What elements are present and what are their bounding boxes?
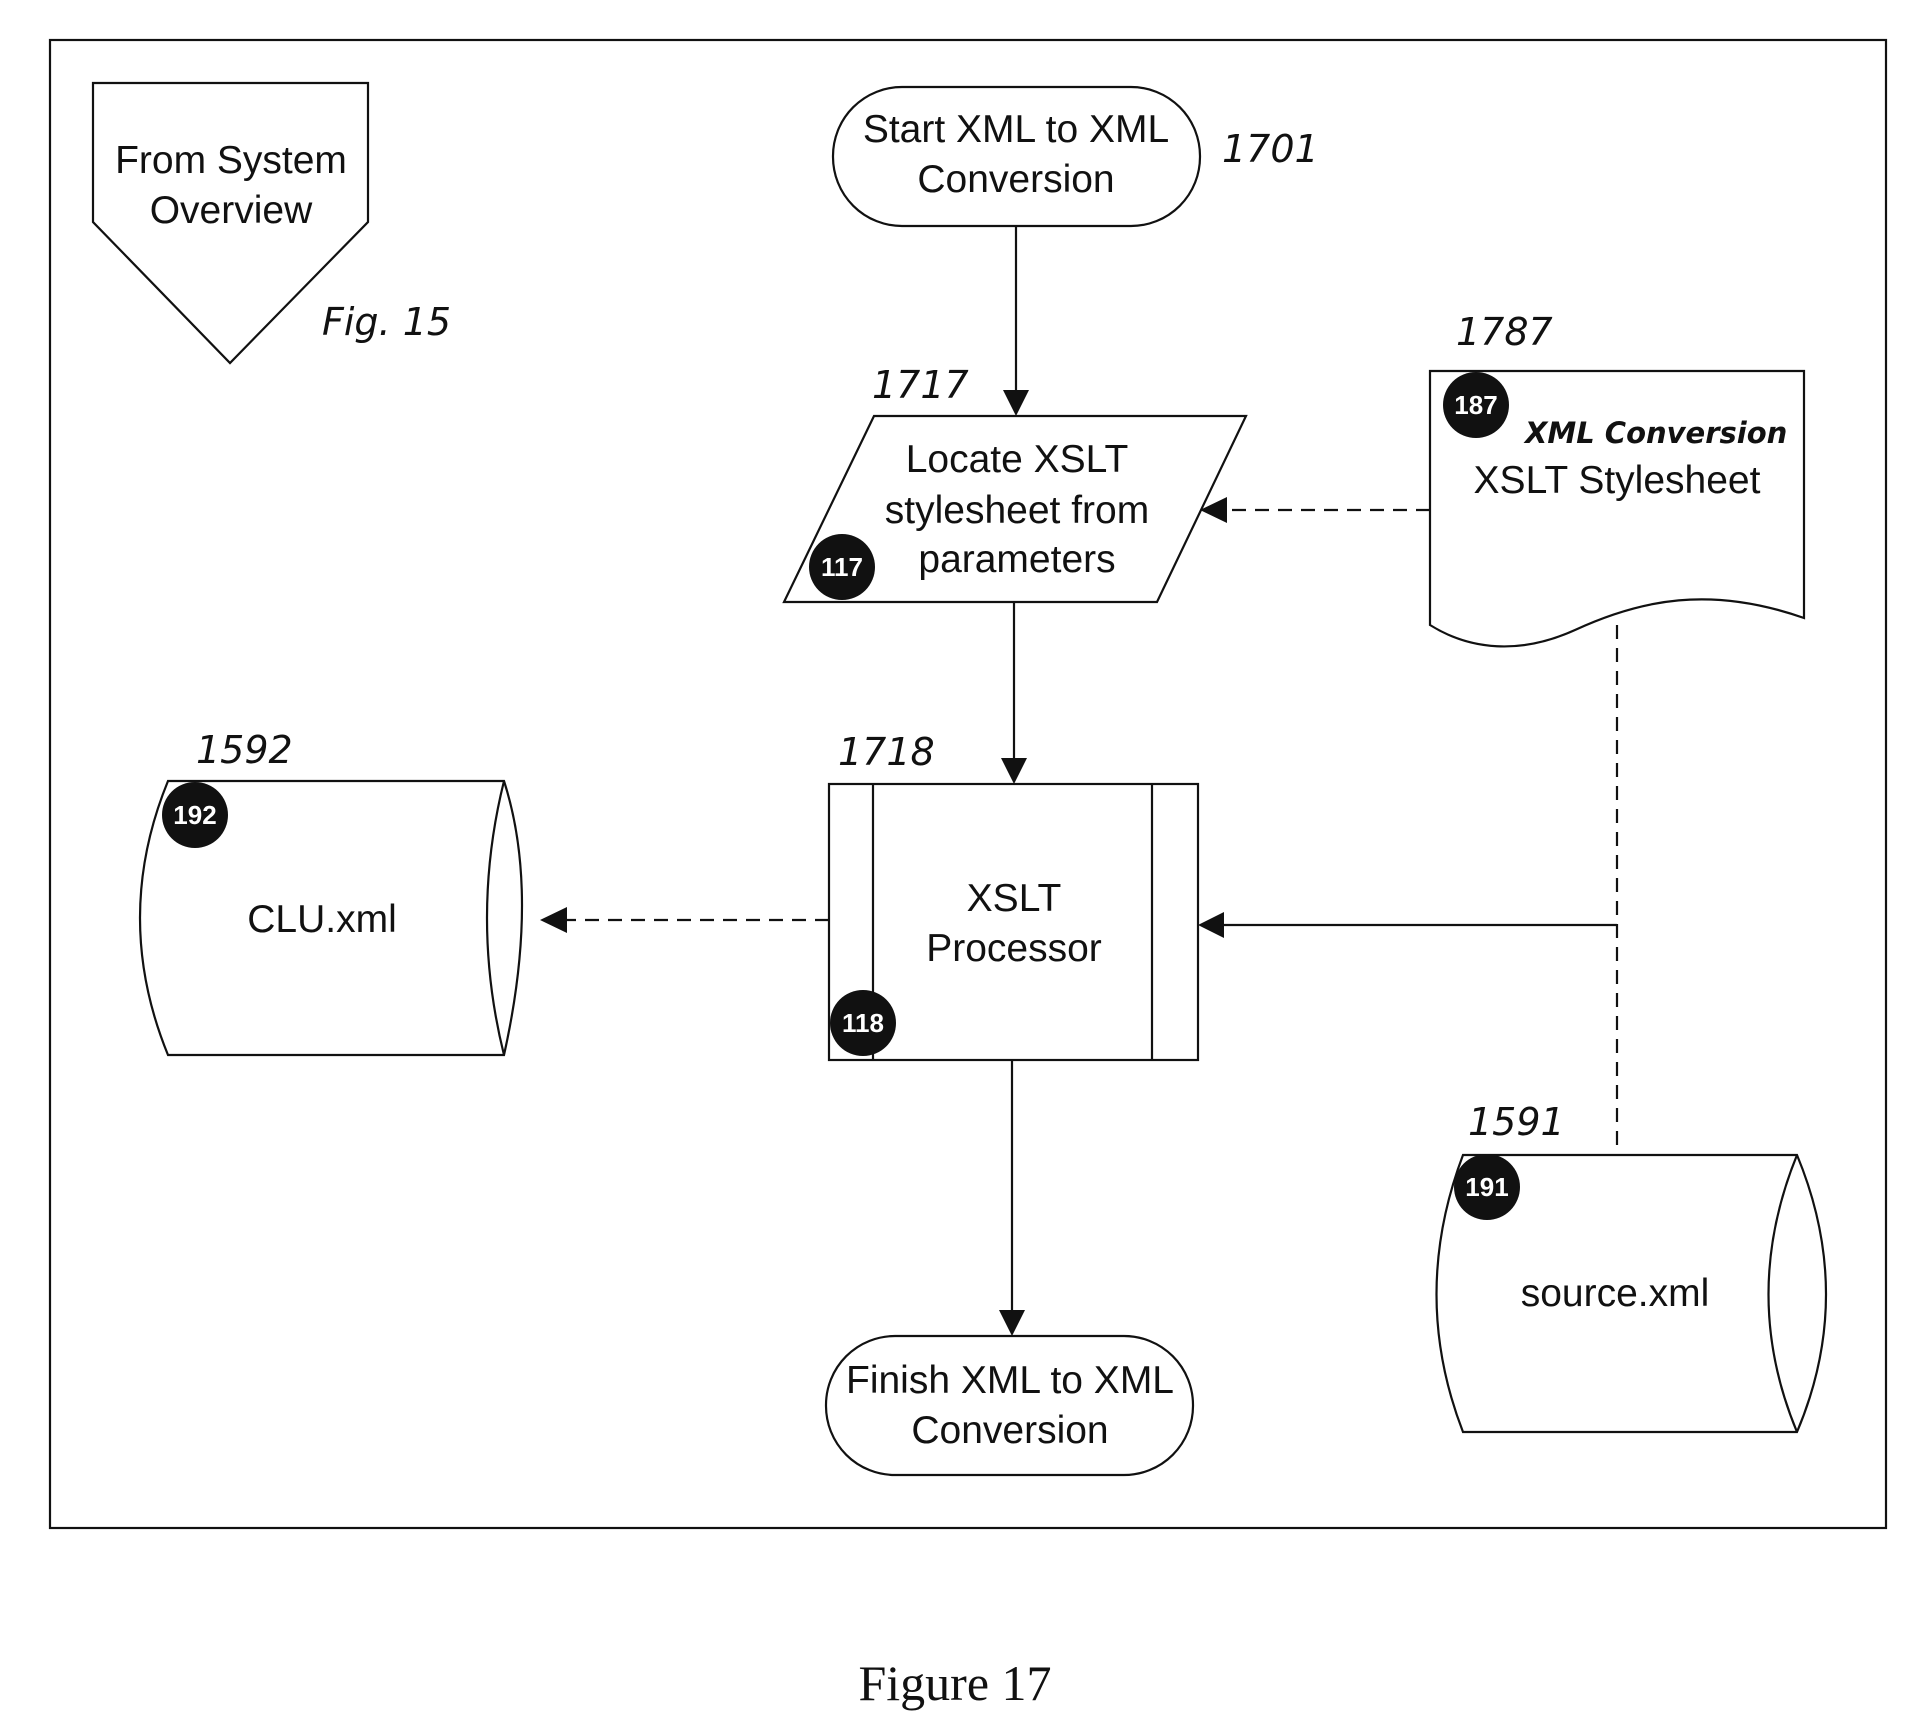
locate-label-line2: stylesheet from xyxy=(885,489,1149,532)
arrowhead-junction-to-processor xyxy=(1198,912,1224,938)
clu-badge-number: 192 xyxy=(173,800,216,830)
start-label-line2: Conversion xyxy=(917,158,1114,201)
arrowhead-locate-to-processor xyxy=(1001,758,1027,784)
stylesheet-badge: 187 xyxy=(1443,372,1509,438)
arrowhead-start-to-locate xyxy=(1003,390,1029,416)
processor-label-line1: XSLT xyxy=(967,877,1062,920)
locate-label-line1: Locate XSLT xyxy=(906,438,1129,481)
start-terminal[interactable]: Start XML to XML Conversion xyxy=(833,87,1200,226)
processor-badge-number: 118 xyxy=(842,1008,884,1038)
locate-ref-number: 1717 xyxy=(872,363,969,407)
stylesheet-handwritten-note: XML Conversion xyxy=(1523,416,1787,450)
offpage-figure-reference: Fig. 15 xyxy=(322,300,451,344)
finish-label-line1: Finish XML to XML xyxy=(846,1359,1174,1402)
arrowhead-processor-to-finish xyxy=(999,1310,1025,1336)
locate-badge-number: 117 xyxy=(821,552,863,582)
figure-caption: Figure 17 xyxy=(858,1655,1051,1711)
locate-badge: 117 xyxy=(809,534,875,600)
offpage-label-line2: Overview xyxy=(150,189,313,232)
arrowhead-processor-to-clu xyxy=(540,907,567,933)
processor-label-line2: Processor xyxy=(926,927,1102,970)
source-badge-number: 191 xyxy=(1465,1172,1508,1202)
locate-label-line3: parameters xyxy=(918,538,1115,581)
processor-badge: 118 xyxy=(830,990,896,1056)
stylesheet-badge-number: 187 xyxy=(1454,390,1497,420)
clu-label: CLU.xml xyxy=(247,898,397,941)
source-badge: 191 xyxy=(1454,1154,1520,1220)
clu-badge: 192 xyxy=(162,782,228,848)
processor-ref-number: 1718 xyxy=(838,730,935,774)
stylesheet-ref-number: 1787 xyxy=(1456,310,1553,354)
finish-label-line2: Conversion xyxy=(911,1409,1108,1452)
clu-ref-number: 1592 xyxy=(196,728,293,772)
stylesheet-label: XSLT Stylesheet xyxy=(1474,459,1761,502)
start-label-line1: Start XML to XML xyxy=(863,108,1169,151)
finish-terminal[interactable]: Finish XML to XML Conversion xyxy=(826,1336,1193,1475)
start-ref-number: 1701 xyxy=(1222,127,1319,171)
offpage-label-line1: From System xyxy=(115,139,347,182)
source-ref-number: 1591 xyxy=(1468,1100,1565,1144)
source-label: source.xml xyxy=(1521,1272,1710,1315)
